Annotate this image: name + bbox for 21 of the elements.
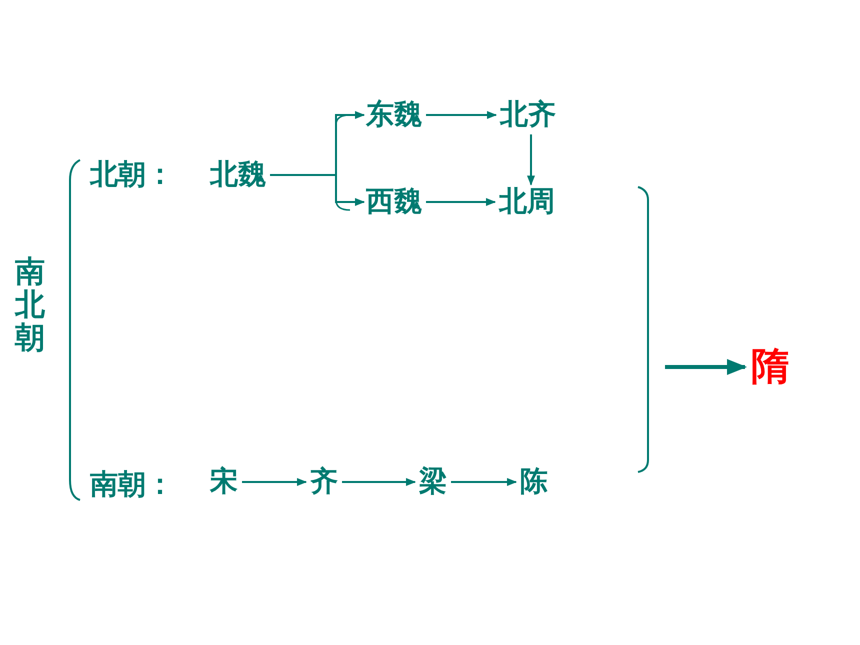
arrow — [527, 134, 535, 186]
dynasty-label: 北周 — [499, 186, 555, 218]
dynasty-label: 西魏 — [366, 186, 422, 218]
dynasty-label: 宋 — [210, 466, 238, 498]
dynasty-label: 东魏 — [366, 100, 422, 130]
dynasty-label: 南北朝 — [15, 256, 45, 354]
dynasty-label: 北朝： — [90, 160, 174, 190]
dynasty-label: 北魏 — [210, 160, 266, 190]
arrow — [242, 478, 307, 486]
dynasty-label: 梁 — [419, 466, 447, 498]
result-label: 隋 — [751, 346, 789, 388]
arrow — [665, 359, 747, 375]
arrow — [270, 174, 365, 206]
dynasty-label: 南朝： — [90, 470, 174, 500]
dynasty-label: 齐 — [310, 466, 338, 498]
dynasty-label: 北齐 — [500, 100, 556, 130]
arrow — [342, 478, 416, 486]
arrow — [451, 478, 517, 486]
dynasty-label: 陈 — [520, 466, 548, 498]
arrow — [426, 111, 497, 119]
arrow — [426, 198, 496, 206]
